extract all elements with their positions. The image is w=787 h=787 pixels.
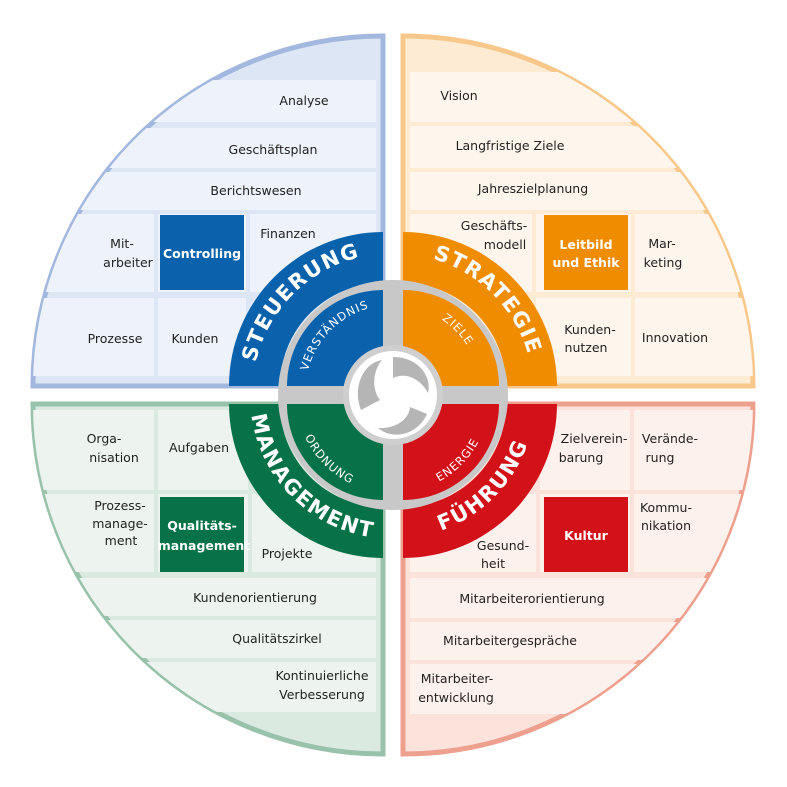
leitbild-label-line1: Leitbild [559, 237, 612, 252]
kommunikation-label-line2: nikation [641, 518, 691, 533]
innovation-label: Innovation [642, 330, 708, 345]
jahreszielplanung-label: Jahreszielplanung [477, 181, 588, 196]
kundenorientierung-label: Kundenorientierung [193, 590, 317, 605]
geschaeftsmodell-label-line1: Geschäfts- [461, 218, 527, 233]
kultur-label: Kultur [564, 528, 609, 543]
finanzen-label: Finanzen [260, 226, 315, 241]
leitbild-highlight-box [544, 215, 628, 290]
langfristige-ziele-label: Langfristige Ziele [456, 138, 565, 153]
leitbild-label-line2: und Ethik [552, 255, 620, 270]
cell-qualitaetszirkel [33, 620, 376, 658]
verbesserung-label-line2: Verbesserung [279, 687, 365, 702]
mitarbeiter-label-line2: arbeiter [103, 255, 153, 270]
veraenderung-label-line2: rung [646, 450, 675, 465]
kundennutzen-label-line2: nutzen [565, 340, 608, 355]
swirl-logo-icon [343, 345, 443, 445]
aufgaben-label: Aufgaben [169, 440, 229, 455]
organisation-label-line1: Orga- [87, 431, 122, 446]
kunden-label: Kunden [172, 331, 219, 346]
controlling-label: Controlling [163, 246, 241, 261]
marketing-label-line1: Mar- [648, 236, 675, 251]
mitarbeiterentwicklung-label-line2: entwicklung [418, 690, 494, 705]
prozessmanagement-label-line2: manage- [92, 516, 148, 531]
gesundheit-label-line2: heit [481, 556, 505, 571]
kultur-highlight-box [544, 497, 628, 572]
steuerung-ring-segment [229, 232, 383, 386]
projekte-label: Projekte [262, 546, 313, 561]
analyse-label: Analyse [279, 93, 329, 108]
strategie-ring-segment [403, 232, 557, 386]
controlling-highlight-box [160, 215, 244, 290]
zielvereinbarung-label-line2: barung [559, 450, 604, 465]
mitarbeiter-label-line1: Mit- [110, 236, 134, 251]
berichtswesen-label: Berichtswesen [210, 183, 301, 198]
marketing-label-line2: keting [644, 255, 683, 270]
prozesse-label: Prozesse [88, 331, 143, 346]
zielvereinbarung-label-line1: Zielverein- [561, 431, 628, 446]
mitarbeitergespraeche-label: Mitarbeitergespräche [443, 633, 577, 648]
prozessmanagement-label-line1: Prozess- [94, 498, 146, 513]
geschaeftsmodell-label-line2: modell [484, 237, 526, 252]
kundennutzen-label-line1: Kunden- [564, 322, 615, 337]
qualitaetsmanagement-label-line1: Qualitäts- [167, 518, 237, 533]
organisation-label-line2: nisation [89, 450, 139, 465]
quadrant-steuerung: Controlling Analyse Geschäftsplan Berich… [30, 33, 386, 389]
kontinuierliche-label-line1: Kontinuierliche [275, 668, 368, 683]
cell-innovation [635, 298, 753, 376]
qualitaetsmanagement-label-line2: management [158, 538, 251, 553]
cell-prozesse [33, 298, 154, 376]
cell-geschaeftsplan [33, 128, 376, 168]
mitarbeiterentwicklung-label-line1: Mitarbeiter- [421, 671, 494, 686]
management-ring-segment [229, 404, 383, 558]
prozessmanagement-label-line3: ment [105, 533, 138, 548]
cell-veraenderung [634, 410, 753, 490]
veraenderung-label-line1: Verände- [642, 431, 698, 446]
qualitaetszirkel-label: Qualitätszirkel [232, 631, 321, 646]
fuehrung-ring-segment [403, 404, 557, 558]
cell-organisation [33, 410, 154, 490]
mitarbeiterorientierung-label: Mitarbeiterorientierung [459, 591, 604, 606]
geschaeftsplan-label: Geschäftsplan [229, 142, 318, 157]
kommunikation-label-line1: Kommu- [640, 500, 692, 515]
qualitaetsmanagement-highlight-box [160, 497, 244, 572]
gesundheit-label-line1: Gesund- [477, 538, 529, 553]
vision-label: Vision [440, 88, 477, 103]
